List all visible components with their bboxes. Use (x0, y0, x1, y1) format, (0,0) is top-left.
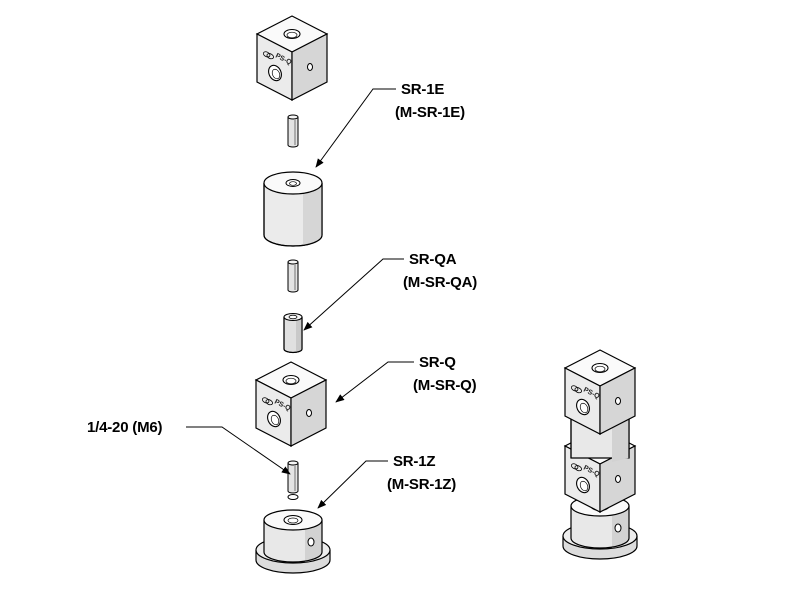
label-srq-metric: (M-SR-Q) (413, 377, 477, 394)
setscrew-icon-2 (287, 259, 299, 293)
post-base-icon (255, 509, 331, 574)
leader-thread (186, 426, 291, 475)
label-thread: 1/4-20 (M6) (87, 419, 163, 436)
leader-sr1z (317, 460, 388, 509)
cube-mount-icon-2 (255, 361, 327, 447)
label-sr1e: SR-1E (401, 81, 444, 98)
setscrew-icon-3 (287, 460, 299, 494)
leader-lines (186, 88, 414, 509)
label-sr1z: SR-1Z (393, 453, 435, 470)
cube-mount-icon (256, 15, 328, 101)
label-srq: SR-Q (419, 354, 456, 371)
top-cube-mount: PS-Q (256, 15, 328, 101)
leader-srqa (303, 258, 404, 331)
assembled-cylinder-icon (570, 418, 630, 462)
assembled-stack: PS-Q PS-Q (562, 349, 638, 560)
setscrew-icon (287, 114, 299, 148)
post-adapter-icon (283, 312, 303, 354)
label-sr1z-metric: (M-SR-1Z) (387, 476, 456, 493)
assembled-upper-cube-icon (564, 349, 636, 435)
label-srqa: SR-QA (409, 251, 457, 268)
cylinder-adapter-icon (263, 171, 323, 247)
leader-srq (335, 361, 414, 403)
label-sr1e-metric: (M-SR-1E) (395, 104, 465, 121)
label-srqa-metric: (M-SR-QA) (403, 274, 477, 291)
part-labels: SR-1E (M-SR-1E) SR-QA (M-SR-QA) SR-Q (M-… (87, 81, 477, 493)
middle-cube-mount: PS-Q (255, 361, 327, 447)
washer-icon (287, 494, 299, 500)
leader-sr1e (315, 88, 396, 168)
